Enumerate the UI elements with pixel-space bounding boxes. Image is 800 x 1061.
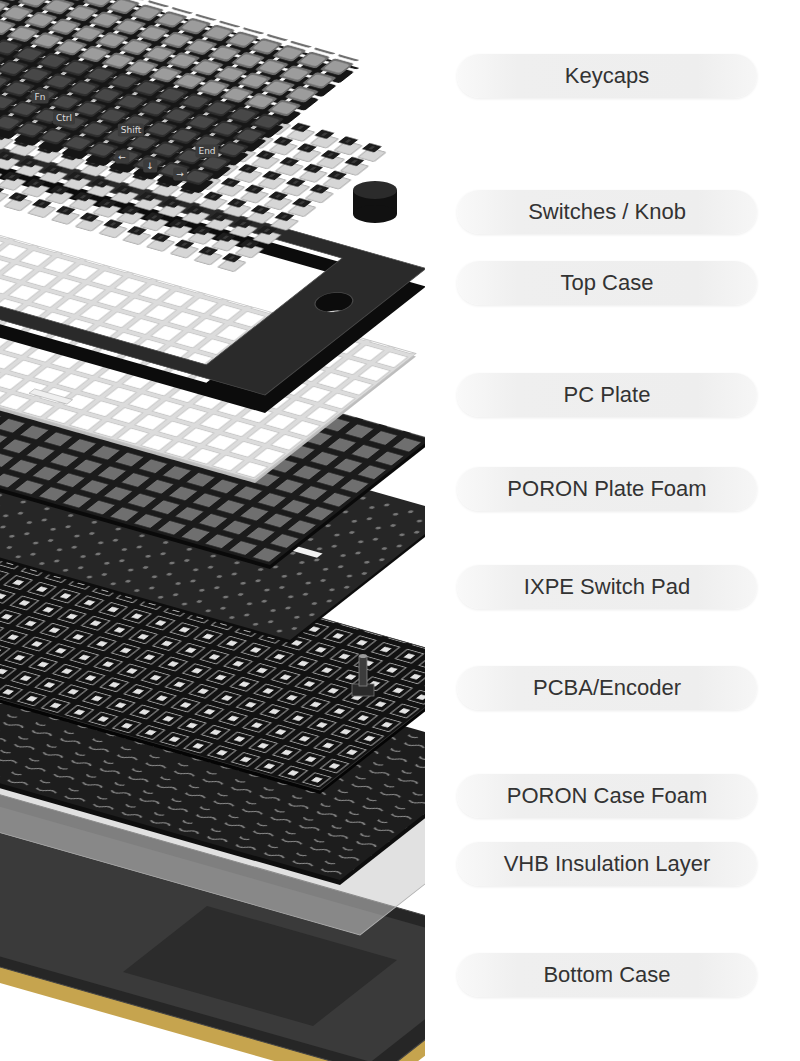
keycap-legend: Ctrl xyxy=(53,112,75,125)
label-pill: VHB Insulation Layer xyxy=(457,842,757,886)
part-name: Keycaps xyxy=(565,63,649,89)
keycap-legend: End xyxy=(195,145,218,158)
part-name: Top Case xyxy=(561,270,654,296)
label-pill: Switches / Knob xyxy=(457,190,757,234)
keycap-legend: Shift xyxy=(118,124,144,137)
part-name: PCBA/Encoder xyxy=(533,675,681,701)
part-name: IXPE Switch Pad xyxy=(524,574,690,600)
label-pill: IXPE Switch Pad xyxy=(457,565,757,609)
keycap-legend: → xyxy=(173,168,187,181)
label-pill: PORON Plate Foam xyxy=(457,467,757,511)
keycap-legend: Fn xyxy=(32,91,49,104)
stabilizer xyxy=(29,389,73,404)
label-pill: Bottom Case xyxy=(457,953,757,997)
label-pill: PCBA/Encoder xyxy=(457,666,757,710)
part-name: VHB Insulation Layer xyxy=(504,851,711,877)
label-pill: Top Case xyxy=(457,261,757,305)
exploded-keyboard-illustration xyxy=(0,0,425,1061)
label-pill: PORON Case Foam xyxy=(457,774,757,818)
part-name: PC Plate xyxy=(564,382,651,408)
part-name: Switches / Knob xyxy=(528,199,686,225)
part-name: PORON Case Foam xyxy=(507,783,708,809)
part-name: Bottom Case xyxy=(543,962,670,988)
label-pill: Keycaps xyxy=(457,54,757,98)
keycap-legend: ↓ xyxy=(143,160,157,173)
keycaps-dark xyxy=(0,0,287,187)
encoder xyxy=(352,654,374,696)
part-name: PORON Plate Foam xyxy=(507,476,706,502)
keycaps xyxy=(0,0,361,195)
keycap-legend: ← xyxy=(115,151,129,164)
knob xyxy=(353,181,397,223)
label-pill: PC Plate xyxy=(457,373,757,417)
